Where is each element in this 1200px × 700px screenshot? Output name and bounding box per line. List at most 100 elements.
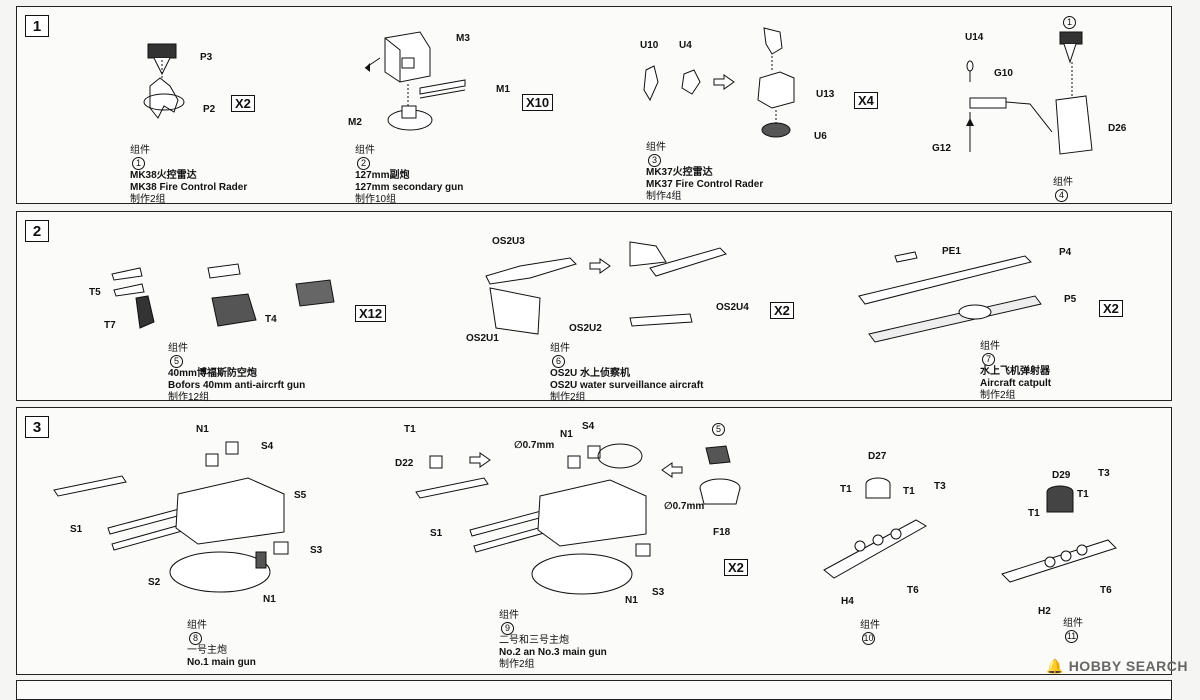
part-label-p2: P2 [203, 104, 216, 115]
part-label-s5: S5 [294, 490, 307, 501]
secondary-gun-drawing [364, 31, 466, 131]
mk37-radar-assembled-drawing [757, 27, 795, 138]
caption-number: 2 [357, 157, 370, 170]
step-number-1: 1 [25, 15, 49, 37]
director-11-drawing [1001, 485, 1117, 583]
part-label-t6-b: T6 [1100, 585, 1112, 596]
bell-icon: 🔔 [1046, 658, 1065, 674]
part-label-h4: H4 [841, 596, 854, 607]
part-label-u13: U13 [816, 89, 835, 100]
part-label-pe1: PE1 [942, 246, 961, 257]
part-label-s3-a: S3 [310, 545, 323, 556]
part-label-n1-c: N1 [560, 429, 573, 440]
caption-chinese: OS2U 水上侦察机 [550, 368, 631, 379]
os2u-aircraft-drawing [485, 241, 727, 335]
caption-group-label: 组件 [550, 343, 570, 354]
caption-group-label: 组件 [499, 610, 519, 621]
part-label-g10: G10 [994, 68, 1013, 79]
caption-chinese: 二号和三号主炮 [499, 635, 569, 646]
quantity-x2: X2 [231, 95, 255, 112]
caption-quantity: 制作2组 [130, 194, 166, 205]
part-label-s2: S2 [148, 577, 161, 588]
watermark: 🔔 HOBBY SEARCH [1046, 658, 1188, 675]
arrow-left-icon [661, 462, 683, 478]
mk38-radar-drawing [143, 43, 185, 119]
next-panel-edge [16, 680, 1172, 700]
caption-quantity: 制作12组 [168, 392, 210, 403]
main-gun-1-drawing [53, 441, 289, 593]
caption-chinese: 一号主炮 [187, 645, 227, 656]
quantity-x2-main-gun: X2 [724, 559, 748, 576]
caption-quantity: 制作2组 [980, 390, 1016, 401]
caption-quantity: 制作2组 [499, 659, 535, 670]
watermark-brand: HOBBY SEARCH [1068, 658, 1188, 674]
part-label-d27: D27 [868, 451, 887, 462]
arrow-right-icon-3 [469, 452, 491, 468]
part-label-p4: P4 [1059, 247, 1072, 258]
part-label-m1: M1 [496, 84, 510, 95]
caption-group-label: 组件 [130, 145, 150, 156]
part-label-p5: P5 [1064, 294, 1077, 305]
caption-number: 9 [501, 622, 514, 635]
caption-number: 3 [648, 154, 661, 167]
mk37-radar-parts-drawing [643, 65, 701, 102]
bofors-gun-drawing [111, 263, 335, 329]
caption-english: OS2U water surveillance aircraft [550, 380, 704, 391]
part-label-s1-b: S1 [430, 528, 443, 539]
part-label-s3-b: S3 [652, 587, 665, 598]
part-label-t1-e: T1 [1028, 508, 1040, 519]
drill-size-note-2: ∅0.7mm [664, 501, 705, 512]
caption-english: No.1 main gun [187, 657, 256, 668]
caption-group-label: 组件 [860, 620, 880, 631]
caption-group-label: 组件 [980, 341, 1000, 352]
director-tower-drawing [966, 31, 1093, 155]
step-number-2: 2 [25, 220, 49, 242]
part-label-s4-b: S4 [582, 421, 595, 432]
part-label-t5: T5 [89, 287, 101, 298]
caption-chinese: MK37火控雷达 [646, 167, 713, 178]
caption-group-label: 组件 [646, 142, 666, 153]
arrow-right-icon-2 [589, 258, 611, 274]
f18-mount-drawing [699, 445, 741, 505]
part-label-u14: U14 [965, 32, 984, 43]
part-label-d26: D26 [1108, 123, 1127, 134]
caption-english: MK37 Fire Control Rader [646, 179, 764, 190]
part-label-u4: U4 [679, 40, 692, 51]
caption-number: 5 [170, 355, 183, 368]
caption-english: No.2 an No.3 main gun [499, 647, 607, 658]
caption-number: 7 [982, 353, 995, 366]
director-10-drawing [823, 477, 927, 579]
part-label-u6: U6 [814, 131, 827, 142]
arrow-right-icon [713, 74, 735, 90]
caption-group-label: 组件 [1063, 618, 1083, 629]
caption-english: Bofors 40mm anti-aircrft gun [168, 380, 306, 391]
part-label-os2u1: OS2U1 [466, 333, 499, 344]
caption-english: MK38 Fire Control Rader [130, 182, 248, 193]
caption-quantity: 制作2组 [550, 392, 586, 403]
caption-chinese: 40mm博福斯防空炮 [168, 368, 257, 379]
part-label-g12: G12 [932, 143, 951, 154]
part-label-t6-a: T6 [907, 585, 919, 596]
quantity-x10: X10 [522, 94, 554, 111]
part-label-m3: M3 [456, 33, 470, 44]
caption-chinese: MK38火控雷达 [130, 170, 197, 181]
part-label-n1-b: N1 [263, 594, 276, 605]
caption-english: Aircraft catpult [980, 378, 1052, 389]
part-label-s4-a: S4 [261, 441, 274, 452]
quantity-x2-catapult: X2 [1099, 300, 1123, 317]
caption-group-label: 组件 [187, 620, 207, 631]
caption-number: 11 [1065, 630, 1078, 643]
part-label-d22: D22 [395, 458, 414, 469]
caption-chinese: 127mm副炮 [355, 170, 410, 181]
caption-english: 127mm secondary gun [355, 182, 464, 193]
caption-number: 8 [189, 632, 202, 645]
